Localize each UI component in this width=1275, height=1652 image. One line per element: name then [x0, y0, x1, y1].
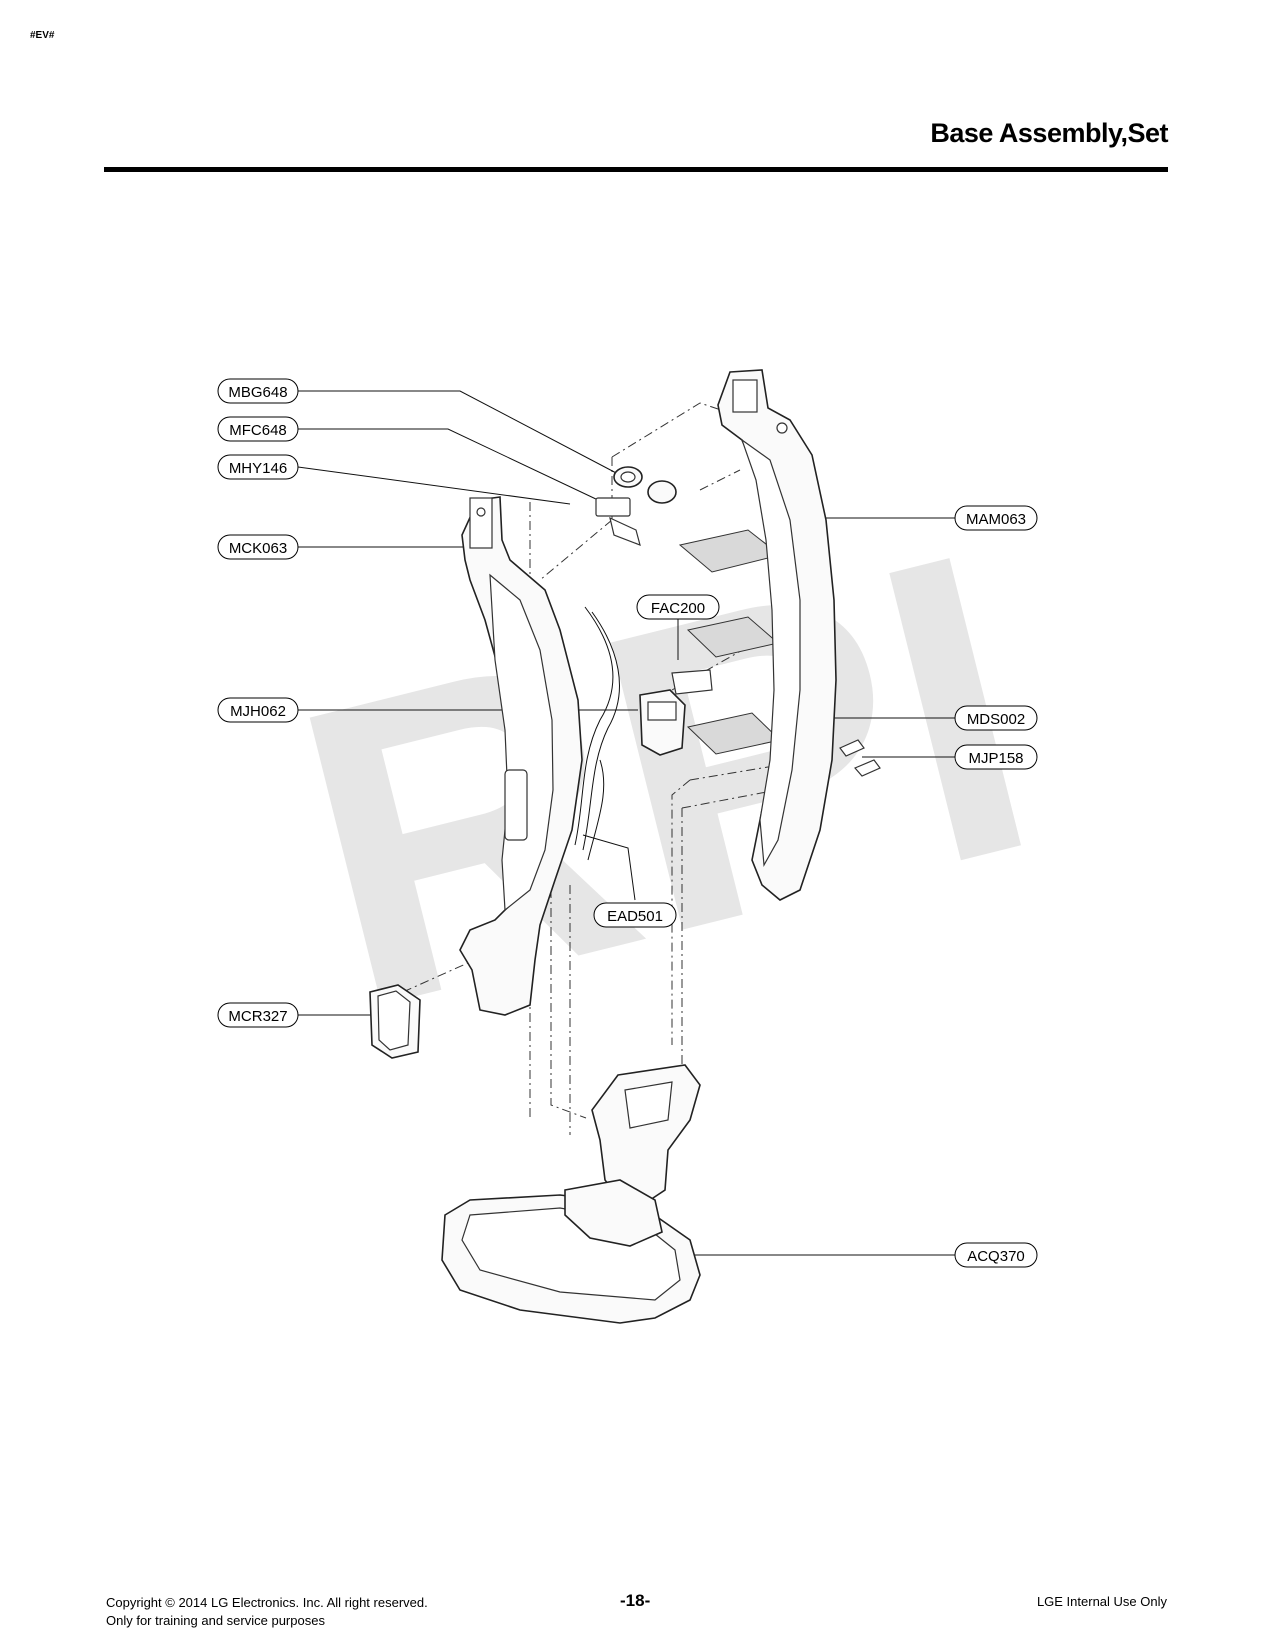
callout-label: MBG648: [228, 384, 287, 401]
callout-label: MFC648: [229, 422, 287, 439]
callout-label: MHY146: [229, 460, 287, 477]
callout-mfc648: MFC648: [217, 416, 299, 442]
handle-cover-left: [459, 496, 583, 1016]
callout-label: MCR327: [228, 1008, 287, 1025]
page-number: -18-: [620, 1591, 651, 1610]
callout-fac200: FAC200: [636, 594, 720, 620]
internal-use-note: LGE Internal Use Only: [1036, 1594, 1167, 1609]
callout-mbg648: MBG648: [217, 378, 299, 404]
callout-mjp158: MJP158: [954, 744, 1038, 770]
callout-mck063: MCK063: [217, 534, 299, 560]
callout-mjh062: MJH062: [217, 697, 299, 723]
handle-cover-right: [717, 369, 837, 901]
end-cap: [369, 984, 421, 1059]
copyright-text: Copyright © 2014 LG Electronics. Inc. Al…: [106, 1595, 428, 1610]
callout-label: MJP158: [968, 750, 1023, 767]
wire-harness: [574, 606, 620, 861]
callout-label: EAD501: [607, 908, 663, 925]
document-code: #EV#: [30, 30, 55, 41]
purpose-text: Only for training and service purposes: [106, 1613, 325, 1628]
callout-label: ACQ370: [967, 1248, 1025, 1265]
callout-label: FAC200: [651, 600, 705, 617]
callout-mhy146: MHY146: [217, 454, 299, 480]
callout-label: MAM063: [966, 511, 1026, 528]
callout-mcr327: MCR327: [217, 1002, 299, 1028]
callout-mds002: MDS002: [954, 705, 1038, 731]
page-title: Base Assembly,Set: [930, 118, 1168, 148]
callout-acq370: ACQ370: [954, 1242, 1038, 1268]
footer-copyright-block: Copyright © 2014 LG Electronics. Inc. Al…: [106, 1594, 428, 1630]
power-nozzle: [441, 1064, 701, 1324]
pcb-assembly: [639, 669, 713, 756]
callout-ead501: EAD501: [593, 902, 677, 928]
latch-pins: [839, 739, 881, 777]
callout-label: MCK063: [229, 540, 287, 557]
title-rule: [104, 167, 1168, 172]
switch-parts: [595, 466, 677, 546]
callout-label: MJH062: [230, 703, 286, 720]
callout-label: MDS002: [967, 711, 1025, 728]
callout-mam063: MAM063: [954, 505, 1038, 531]
